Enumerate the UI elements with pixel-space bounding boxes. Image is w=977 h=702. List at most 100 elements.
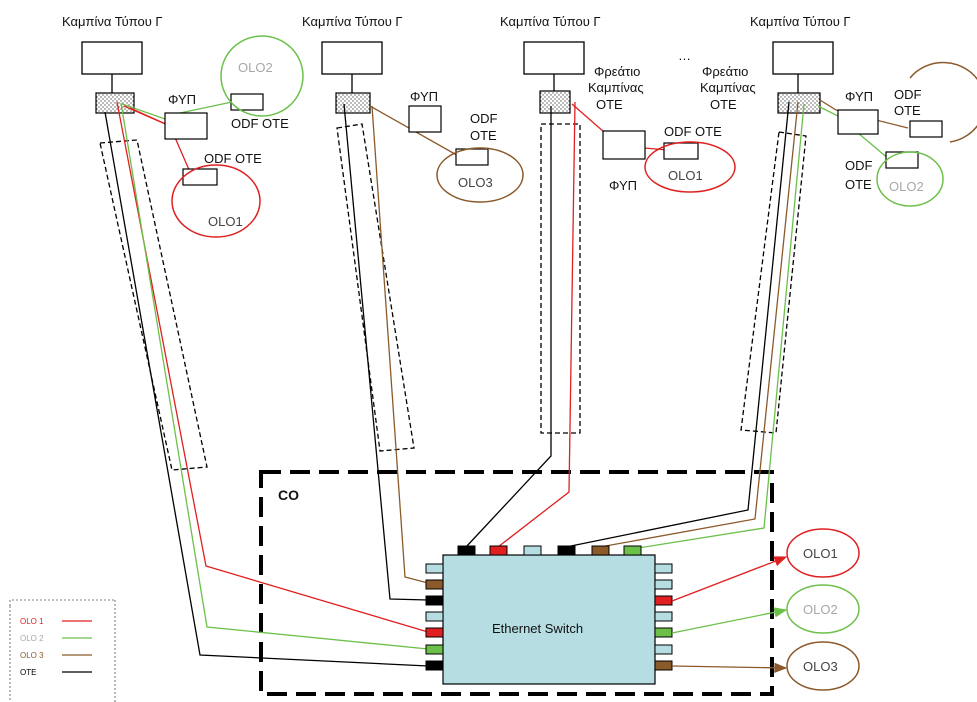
- olo2-circle-4: [876, 151, 944, 207]
- olo1-circle-3: [644, 141, 736, 193]
- freatio4-label-line2: Καμπίνας: [700, 80, 756, 95]
- fyp-label-3: ΦΥΠ: [609, 178, 637, 193]
- duct-4: [740, 131, 807, 434]
- cabinet-title-1: Καμπίνα Τύπου Γ: [62, 14, 163, 29]
- olo3-circle-4: [909, 61, 977, 143]
- olo2-circle-1: [220, 35, 304, 117]
- ote-label-4b: OTE: [845, 177, 872, 192]
- freatio4-label-line1: Φρεάτιο: [702, 64, 748, 79]
- co-label: CO: [278, 487, 299, 503]
- ote-label-4a: OTE: [894, 103, 921, 118]
- olo1-output-label: OLO1: [803, 546, 838, 561]
- switch-port-left-7: [425, 660, 444, 671]
- fyp-box-3: [602, 130, 646, 160]
- odf-label-3: ODF OTE: [664, 124, 722, 139]
- switch-port-top-3: [523, 545, 542, 556]
- switch-port-top-1: [457, 545, 476, 556]
- cable-olo1-1: [116, 101, 429, 633]
- switch-port-right-3: [654, 595, 673, 606]
- olo3-output-arrow: [671, 662, 788, 673]
- duct-3: [540, 123, 581, 434]
- cable-olo2-1: [120, 102, 429, 650]
- cable-olo2-4: [631, 103, 805, 550]
- switch-port-left-1: [425, 563, 444, 574]
- legend: OLO 1 OLO 2 OLO 3 OTE: [9, 599, 116, 702]
- cable-ote-4: [565, 101, 790, 548]
- legend-label-olo2: OLO 2: [20, 634, 44, 643]
- legend-label-olo1: OLO 1: [20, 617, 44, 626]
- legend-label-olo3: OLO 3: [20, 651, 44, 660]
- switch-port-right-2: [654, 579, 673, 590]
- freatio-label-line3: OTE: [596, 97, 623, 112]
- cabinet-box-4: [772, 41, 834, 75]
- odf-box-4b: [885, 151, 919, 169]
- olo2-output-label: OLO2: [803, 602, 838, 617]
- olo2-label-4: OLO2: [889, 179, 924, 194]
- switch-port-right-7: [654, 660, 673, 671]
- odf-label-2: ODF: [470, 111, 498, 126]
- fyp-label-1: ΦΥΠ: [168, 92, 196, 107]
- cable-ote-1: [104, 111, 429, 667]
- ethernet-switch-label: Ethernet Switch: [492, 621, 583, 636]
- odf-label-1b: ODF OTE: [204, 151, 262, 166]
- cabinet-box-2: [321, 41, 383, 75]
- switch-port-left-2: [425, 579, 444, 590]
- legend-label-ote: OTE: [20, 668, 36, 677]
- olo1-output-ellipse: [786, 528, 860, 578]
- olo1-circle-1: [171, 164, 261, 238]
- odf-label-4a: ODF: [894, 87, 922, 102]
- olo3-circle-2: [436, 147, 524, 203]
- olo1-output-arrow: [671, 556, 788, 602]
- cabinet-title-4: Καμπίνα Τύπου Γ: [750, 14, 851, 29]
- distribution-block-3: [539, 90, 571, 114]
- switch-port-right-5: [654, 627, 673, 638]
- switch-port-top-6: [623, 545, 642, 556]
- olo3-label-2: OLO3: [458, 175, 493, 190]
- ellipsis: …: [678, 48, 691, 63]
- fyp-label-4: ΦΥΠ: [845, 89, 873, 104]
- distribution-block-1: [95, 92, 135, 114]
- cabinet-title-3: Καμπίνα Τύπου Γ: [500, 14, 601, 29]
- cabinet-box-1: [81, 41, 143, 75]
- ethernet-switch: [442, 554, 656, 685]
- odf-box-4a: [909, 120, 943, 138]
- cable-ote-2: [343, 103, 429, 601]
- switch-port-top-4: [557, 545, 576, 556]
- odf-label-1a: ODF OTE: [231, 116, 289, 131]
- distribution-block-2: [335, 92, 371, 114]
- switch-port-right-1: [654, 563, 673, 574]
- cable-olo3-4: [599, 101, 799, 548]
- olo2-output-arrow: [671, 607, 788, 634]
- cabinet-title-2: Καμπίνα Τύπου Γ: [302, 14, 403, 29]
- duct-2: [336, 123, 415, 452]
- odf-box-1b: [182, 168, 218, 186]
- switch-port-left-3: [425, 595, 444, 606]
- olo2-label-1: OLO2: [238, 60, 273, 75]
- olo3-output-label: OLO3: [803, 659, 838, 674]
- ote-label-2: OTE: [470, 128, 497, 143]
- odf-label-4b: ODF: [845, 158, 873, 173]
- cable-ote-3: [465, 106, 552, 548]
- cabinet-box-3: [523, 41, 585, 75]
- switch-port-top-5: [591, 545, 610, 556]
- olo3-output-ellipse: [786, 641, 860, 691]
- fyp-box-1: [164, 112, 208, 140]
- distribution-block-4: [777, 92, 821, 114]
- fyp-label-2: ΦΥΠ: [410, 89, 438, 104]
- olo1-label-1: OLO1: [208, 214, 243, 229]
- cable-olo1-3: [497, 101, 576, 548]
- fyp-box-4: [837, 109, 879, 135]
- switch-port-left-5: [425, 627, 444, 638]
- fyp-box-2: [408, 105, 442, 133]
- switch-port-right-6: [654, 644, 673, 655]
- olo1-label-3: OLO1: [668, 168, 703, 183]
- cable-olo3-2: [371, 105, 429, 584]
- freatio-label-line2: Καμπίνας: [588, 80, 644, 95]
- olo2-output-ellipse: [786, 584, 860, 634]
- freatio-label-line1: Φρεάτιο: [594, 64, 640, 79]
- switch-port-right-4: [654, 611, 673, 622]
- freatio4-label-line3: OTE: [710, 97, 737, 112]
- co-boundary: [259, 470, 774, 696]
- switch-port-top-2: [489, 545, 508, 556]
